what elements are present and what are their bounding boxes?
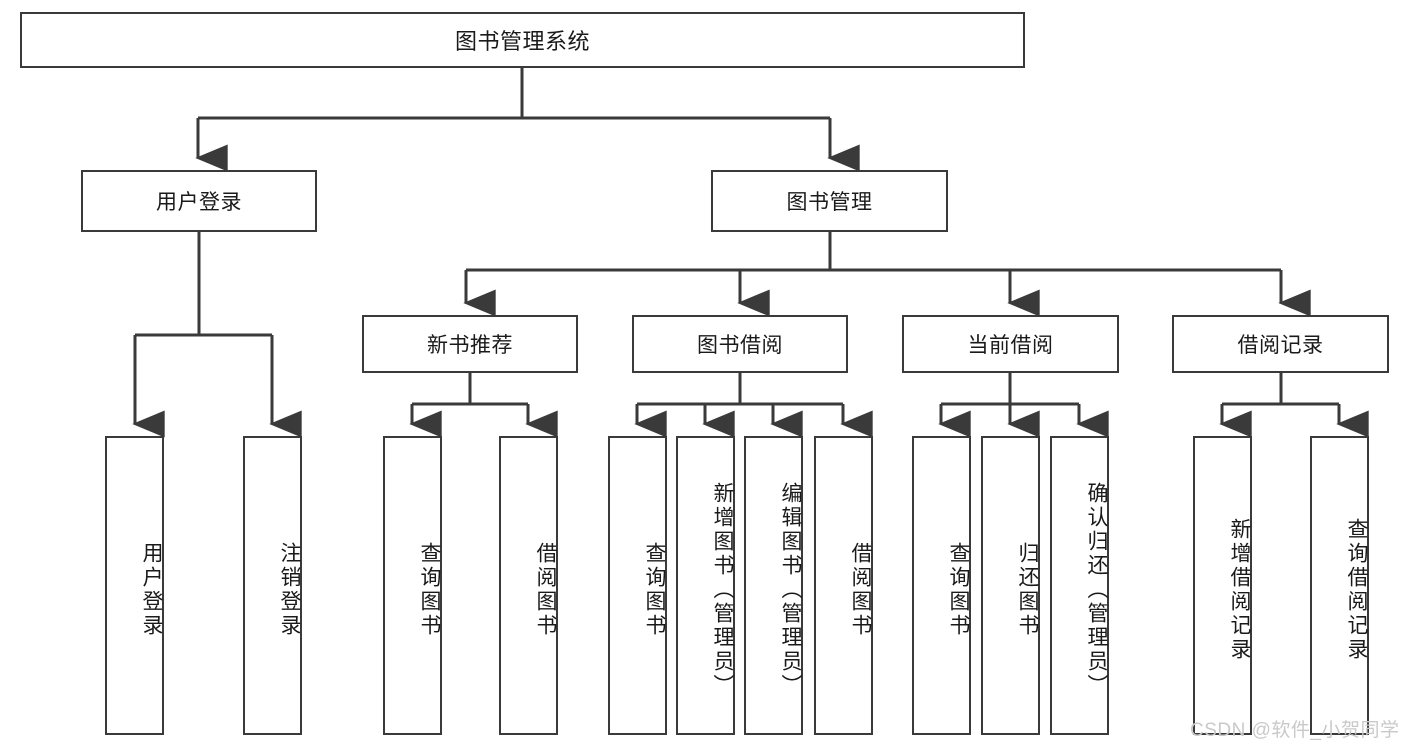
watermark: CSDN @软件_小贺同学	[1190, 720, 1400, 741]
leaf-label: 查询图书	[947, 541, 970, 638]
leaf-query-book-2[interactable]: 查询图书	[608, 436, 667, 735]
leaf-return-book[interactable]: 归还图书	[981, 436, 1040, 735]
leaf-query-book-1[interactable]: 查询图书	[383, 436, 442, 735]
leaf-label: 新增图书（管理员）	[711, 481, 734, 698]
leaf-label: 编辑图书（管理员）	[779, 481, 802, 698]
leaf-borrow-book-1[interactable]: 借阅图书	[499, 436, 558, 735]
node-book-borrow[interactable]: 图书借阅	[632, 315, 848, 373]
leaf-confirm-return[interactable]: 确认归还（管理员）	[1050, 436, 1109, 735]
node-borrow-record[interactable]: 借阅记录	[1172, 315, 1389, 373]
leaf-label: 确认归还（管理员）	[1085, 481, 1108, 698]
node-book-manage[interactable]: 图书管理	[711, 170, 948, 232]
leaf-borrow-book-2[interactable]: 借阅图书	[814, 436, 873, 735]
leaf-label: 查询借阅记录	[1345, 517, 1368, 662]
leaf-label: 借阅图书	[534, 541, 557, 638]
node-current-borrow[interactable]: 当前借阅	[902, 315, 1119, 373]
leaf-add-record[interactable]: 新增借阅记录	[1193, 436, 1252, 735]
leaf-edit-book[interactable]: 编辑图书（管理员）	[744, 436, 803, 735]
leaf-logout[interactable]: 注销登录	[243, 436, 302, 735]
leaf-label: 新增借阅记录	[1228, 517, 1251, 662]
node-root[interactable]: 图书管理系统	[20, 12, 1025, 68]
node-new-book-rec[interactable]: 新书推荐	[362, 315, 578, 373]
leaf-add-book[interactable]: 新增图书（管理员）	[676, 436, 735, 735]
leaf-label: 查询图书	[643, 541, 666, 638]
leaf-label: 用户登录	[140, 541, 163, 638]
leaf-user-login[interactable]: 用户登录	[105, 436, 164, 735]
node-user-login[interactable]: 用户登录	[81, 170, 317, 232]
leaf-label: 借阅图书	[849, 541, 872, 638]
leaf-label: 注销登录	[278, 541, 301, 638]
leaf-query-record[interactable]: 查询借阅记录	[1310, 436, 1369, 735]
leaf-label: 查询图书	[418, 541, 441, 638]
leaf-query-book-3[interactable]: 查询图书	[912, 436, 971, 735]
leaf-label: 归还图书	[1016, 541, 1039, 638]
